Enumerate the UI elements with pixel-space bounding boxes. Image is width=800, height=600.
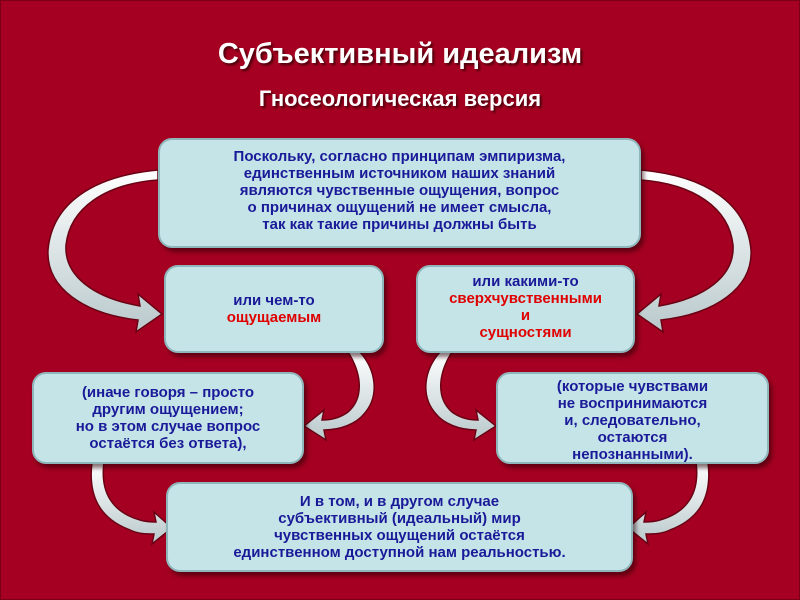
arrow-top-to-left — [47, 169, 164, 334]
option-sensible-line: или чем-то — [233, 292, 315, 309]
premise-line: являются чувственные ощущения, вопрос — [239, 182, 560, 199]
consequence-left-line: другим ощущением; — [92, 401, 244, 418]
premise-box: Поскольку, согласно принципам эмпиризма,… — [158, 138, 641, 248]
consequence-right-line: и, следовательно, — [564, 412, 701, 429]
consequence-right-line: непознанными). — [572, 446, 693, 463]
consequence-right-line: остаются — [597, 429, 668, 446]
option-supersensible-box: или какими-то сверхчувственными и сущнос… — [416, 265, 635, 353]
consequence-right-box: (которые чувствами не воспринимаются и, … — [496, 372, 769, 464]
arrow-lowleft-to-bottom — [90, 461, 174, 546]
conclusion-box: И в том, и в другом случае субъективный … — [166, 482, 633, 572]
consequence-left-line: но в этом случае вопрос — [75, 418, 261, 435]
conclusion-line: субъективный (идеальный) мир — [278, 510, 521, 527]
premise-line: о причинах ощущений не имеет смысла, — [247, 199, 552, 216]
arrow-midright-to-lowright — [425, 351, 498, 442]
consequence-left-line: (иначе говоря – просто — [81, 384, 255, 401]
option-sensible-box: или чем-то ощущаемым — [164, 265, 384, 353]
consequence-left-box: (иначе говоря – просто другим ощущением;… — [32, 372, 304, 464]
option-sensible-keyword: ощущаемым — [226, 309, 322, 326]
conclusion-line: И в том, и в другом случае — [299, 493, 500, 510]
option-supersensible-keyword: сверхчувственными — [449, 290, 602, 307]
conclusion-line: единственном доступной нам реальностью. — [233, 544, 566, 561]
slide-title: Субъективный идеализм — [217, 38, 583, 70]
arrow-lowright-to-bottom — [626, 461, 710, 546]
consequence-right-line: не воспринимаются — [557, 395, 708, 412]
arrow-top-to-right — [635, 169, 752, 334]
conclusion-line: чувственных ощущений остаётся — [274, 527, 525, 544]
premise-line: единственным источником наших знаний — [243, 165, 556, 182]
premise-line: так как такие причины должны быть — [262, 216, 537, 233]
slide-subtitle: Гносеологическая версия — [258, 86, 542, 111]
option-supersensible-line: или какими-то — [472, 273, 579, 290]
consequence-left-line: остаётся без ответа), — [89, 435, 247, 452]
consequence-right-line: (которые чувствами — [556, 378, 709, 395]
arrow-midleft-to-lowleft — [302, 351, 375, 442]
option-supersensible-conjunction: и — [520, 307, 531, 324]
option-supersensible-keyword-2: сущностями — [479, 324, 572, 341]
premise-line: Поскольку, согласно принципам эмпиризма, — [233, 148, 566, 165]
